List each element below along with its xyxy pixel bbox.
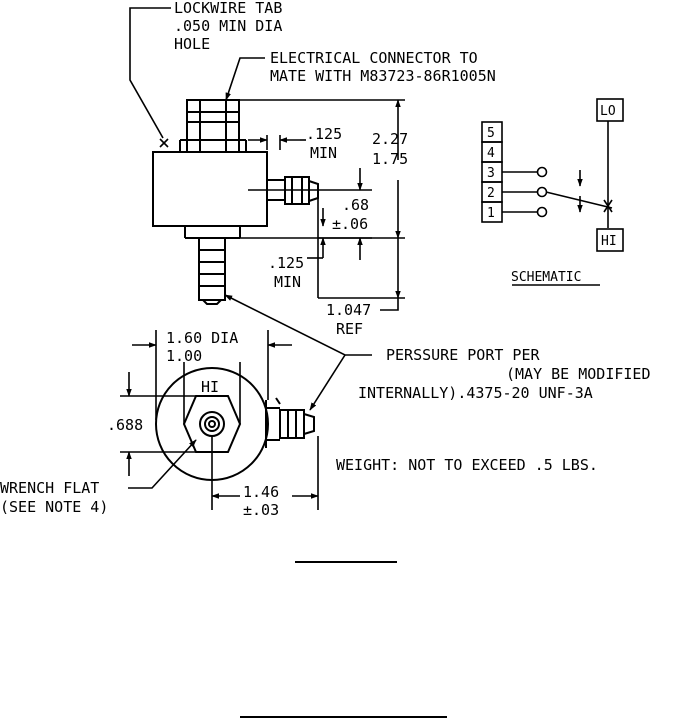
- dim-68: .68: [342, 196, 369, 214]
- dim-125-bottom: .125: [268, 254, 304, 272]
- electrical-connector: [186, 99, 240, 153]
- wrench-flat-line-2: (SEE NOTE 4): [0, 498, 108, 516]
- lo-port-box: [596, 98, 624, 122]
- connector-line-1: ELECTRICAL CONNECTOR TO: [270, 49, 478, 67]
- pin-5: 5: [487, 126, 495, 141]
- port-line-1: PERSSURE PORT PER: [386, 346, 540, 364]
- weight-note: WEIGHT: NOT TO EXCEED .5 LBS.: [336, 456, 598, 474]
- lockwire-line-1: LOCKWIRE TAB: [174, 0, 282, 17]
- port-line-3: INTERNALLY).4375-20 UNF-3A: [358, 384, 593, 402]
- schematic: [481, 98, 624, 252]
- hi-label: HI: [601, 234, 617, 249]
- bottom-view: [155, 367, 315, 481]
- hi-face-label: HI: [201, 378, 219, 396]
- pin-3: 3: [487, 166, 495, 181]
- pin-4: 4: [487, 146, 495, 161]
- pin-1: 1: [487, 206, 495, 221]
- dim-pm-06: ±.06: [332, 215, 368, 233]
- schematic-title: SCHEMATIC: [511, 270, 581, 285]
- pin-2: 2: [487, 186, 495, 201]
- dim-pm-03: ±.03: [243, 501, 279, 519]
- ref-label: REF: [336, 320, 363, 338]
- switch-body: [152, 151, 268, 227]
- dim-2-27: 2.27: [372, 130, 408, 148]
- dim-125-top: .125: [306, 125, 342, 143]
- dim-1-46: 1.46: [243, 483, 279, 501]
- lockwire-line-2: .050 MIN DIA: [174, 17, 282, 35]
- wrench-flat-line-1: WRENCH FLAT: [0, 479, 99, 497]
- dim-1-047: 1.047: [326, 301, 371, 319]
- lockwire-line-3: HOLE: [174, 35, 210, 53]
- dim-1-60-dia: 1.60 DIA: [166, 329, 238, 347]
- lockwire-leader: [129, 7, 171, 139]
- port-line-2: (MAY BE MODIFIED: [506, 365, 651, 383]
- dim-1-75: 1.75: [372, 150, 408, 168]
- min-top: MIN: [310, 144, 337, 162]
- lo-label: LO: [600, 104, 616, 119]
- hi-port-box: [596, 228, 624, 252]
- connector-line-2: MATE WITH M83723-86R1005N: [270, 67, 496, 85]
- dim-688: .688: [107, 416, 143, 434]
- min-bottom: MIN: [274, 273, 301, 291]
- dim-1-00: 1.00: [166, 347, 202, 365]
- connector-leader: [225, 57, 265, 101]
- wrench-flat-leader: [128, 439, 197, 489]
- pressure-port-fitting: [198, 237, 226, 305]
